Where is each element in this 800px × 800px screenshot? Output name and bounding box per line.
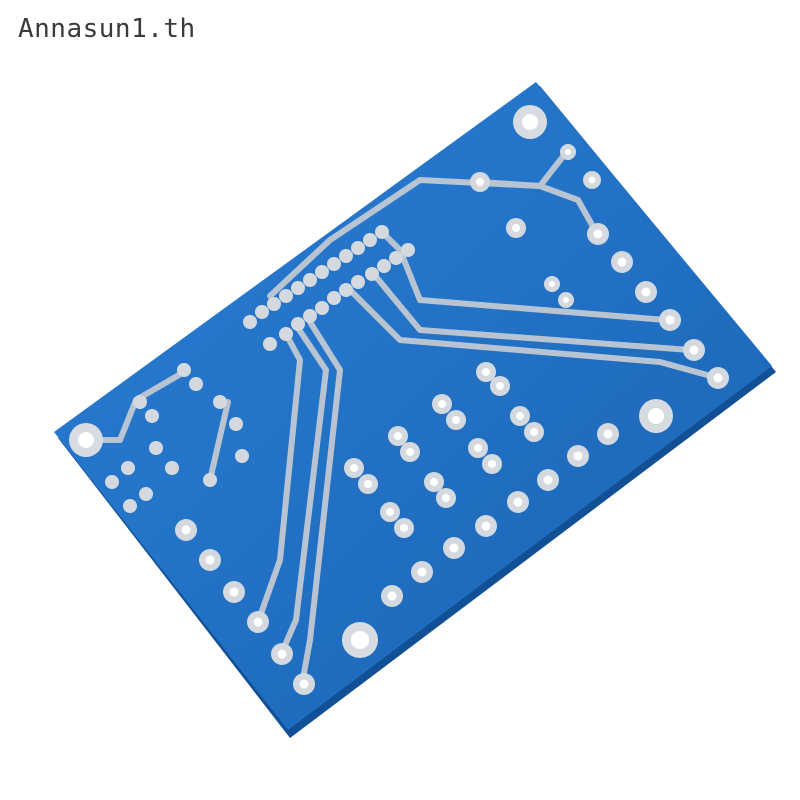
traces: [85, 147, 721, 687]
through-hole-pads: [105, 144, 729, 695]
mounting-holes: [69, 105, 673, 658]
ic-pads: [243, 225, 415, 351]
board-surface: [54, 82, 772, 730]
watermark-text: Annasun1.th: [18, 14, 196, 44]
